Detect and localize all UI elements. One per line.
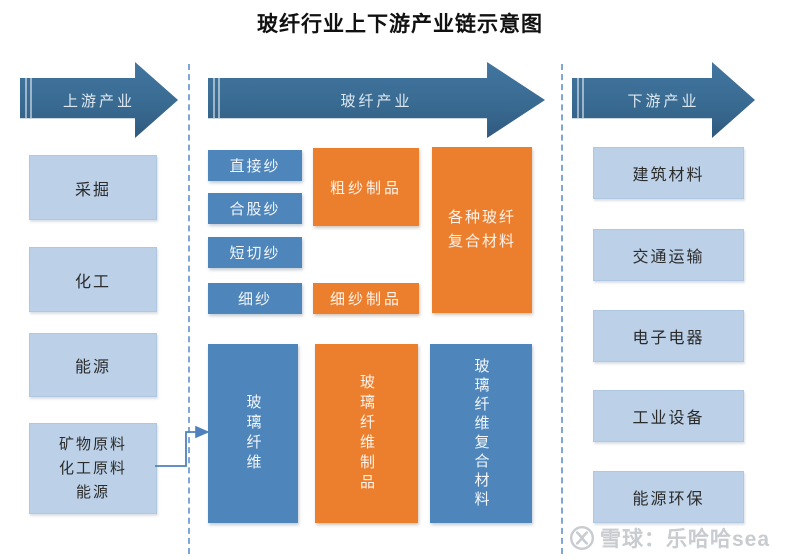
arrow-stripe [213, 77, 215, 119]
chain-box-glass-fiber-label: 玻璃纤维 [244, 393, 262, 474]
chain-box-glass-fiber-products-label: 玻璃纤维制品 [358, 373, 375, 494]
arrow-industry: 玻纤产业 [208, 62, 545, 138]
watermark-brand: 雪球 [600, 528, 644, 551]
downstream-box-industrial-equipment: 工业设备 [593, 390, 744, 442]
upstream-box-energy: 能源 [29, 333, 157, 397]
arrow-stripe [25, 77, 27, 119]
yarn-box-direct: 直接纱 [208, 150, 302, 181]
yarn-box-plied: 合股纱 [208, 193, 302, 224]
upstream-box-mining: 采掘 [29, 155, 157, 220]
snowball-logo-icon [569, 525, 595, 551]
arrow-stripe [30, 77, 32, 119]
watermark-text: 雪球：乐哈哈sea [600, 523, 770, 553]
upstream-box-raw-materials: 矿物原料 化工原料 能源 [29, 423, 157, 514]
arrow-downstream: 下游产业 [572, 62, 755, 138]
chain-box-glass-fiber-composites: 玻璃纤维复合材料 [430, 344, 532, 523]
arrow-upstream-label: 上游产业 [62, 92, 135, 110]
yarn-box-chopped: 短切纱 [208, 237, 302, 268]
product-box-composites: 各种玻纤 复合材料 [432, 147, 532, 313]
downstream-box-electronics: 电子电器 [593, 310, 744, 362]
chain-box-glass-fiber-composites-label: 玻璃纤维复合材料 [472, 357, 490, 510]
upstream-box-chemical: 化工 [29, 247, 157, 312]
arrow-stripe [582, 77, 584, 119]
watermark: 雪球：乐哈哈sea [569, 523, 770, 553]
arrow-upstream: 上游产业 [20, 62, 178, 138]
arrow-industry-label: 玻纤产业 [340, 92, 413, 110]
downstream-box-transportation: 交通运输 [593, 229, 744, 281]
arrow-downstream-label: 下游产业 [627, 92, 700, 110]
watermark-separator: ： [644, 528, 666, 551]
product-box-roving: 粗纱制品 [313, 148, 419, 226]
page-title: 玻纤行业上下游产业链示意图 [257, 13, 543, 36]
arrow-stripe [218, 77, 220, 119]
downstream-box-energy-environment: 能源环保 [593, 471, 744, 523]
product-box-fine-yarn: 细纱制品 [313, 283, 419, 314]
divider-dashed-left [188, 64, 190, 554]
chain-box-glass-fiber: 玻璃纤维 [208, 344, 298, 523]
watermark-username: 乐哈哈sea [666, 528, 771, 551]
arrow-stripe [577, 77, 579, 119]
downstream-box-building-materials: 建筑材料 [593, 147, 744, 199]
yarn-box-fine: 细纱 [208, 283, 302, 314]
chain-box-glass-fiber-products: 玻璃纤维制品 [315, 344, 418, 523]
divider-dashed-right [561, 64, 563, 554]
